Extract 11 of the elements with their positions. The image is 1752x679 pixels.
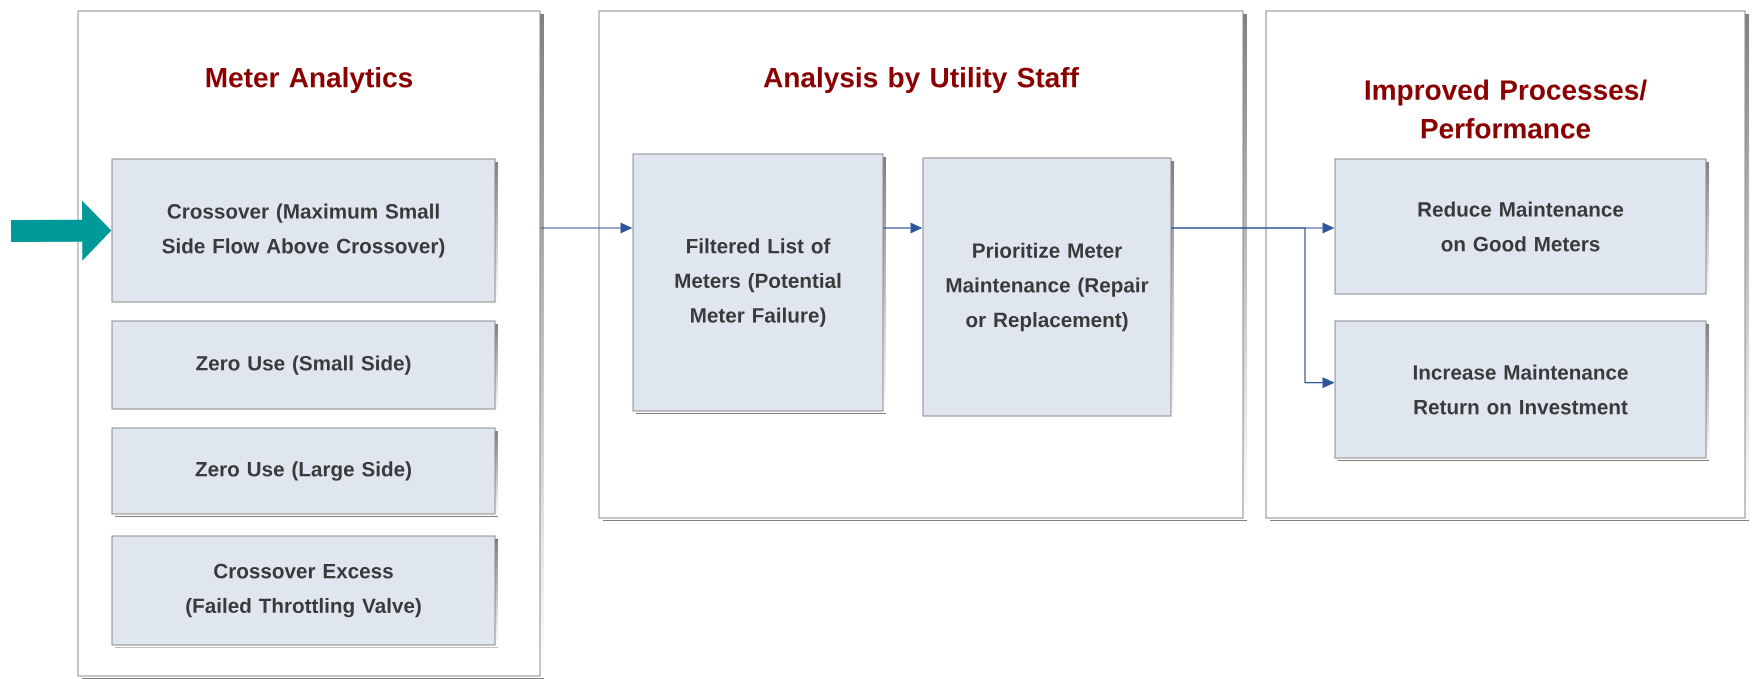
panel-heading: Improved Processes/ Performance — [1365, 79, 1647, 139]
panel-heading: Analysis by Utility Staff — [763, 66, 1079, 94]
process-box: Prioritize Meter Maintenance (Repair or Replacement) — [922, 157, 1174, 419]
process-box: Increase Maintenance Return on Investment — [1334, 320, 1709, 461]
panel-heading: Meter Analytics — [206, 66, 413, 94]
process-box: Filtered List of Meters (Potential Meter Failure) — [632, 153, 886, 414]
process-box: Zero Use (Small Side) — [111, 320, 498, 412]
process-box: Reduce Maintenance on Good Meters — [1334, 158, 1709, 297]
process-box: Zero Use (Large Side) — [111, 427, 498, 517]
process-box: Crossover (Maximum Small Side Flow Above Crossover) — [111, 158, 498, 305]
process-box: Crossover Excess (Failed Throttling Valve) — [111, 535, 498, 648]
